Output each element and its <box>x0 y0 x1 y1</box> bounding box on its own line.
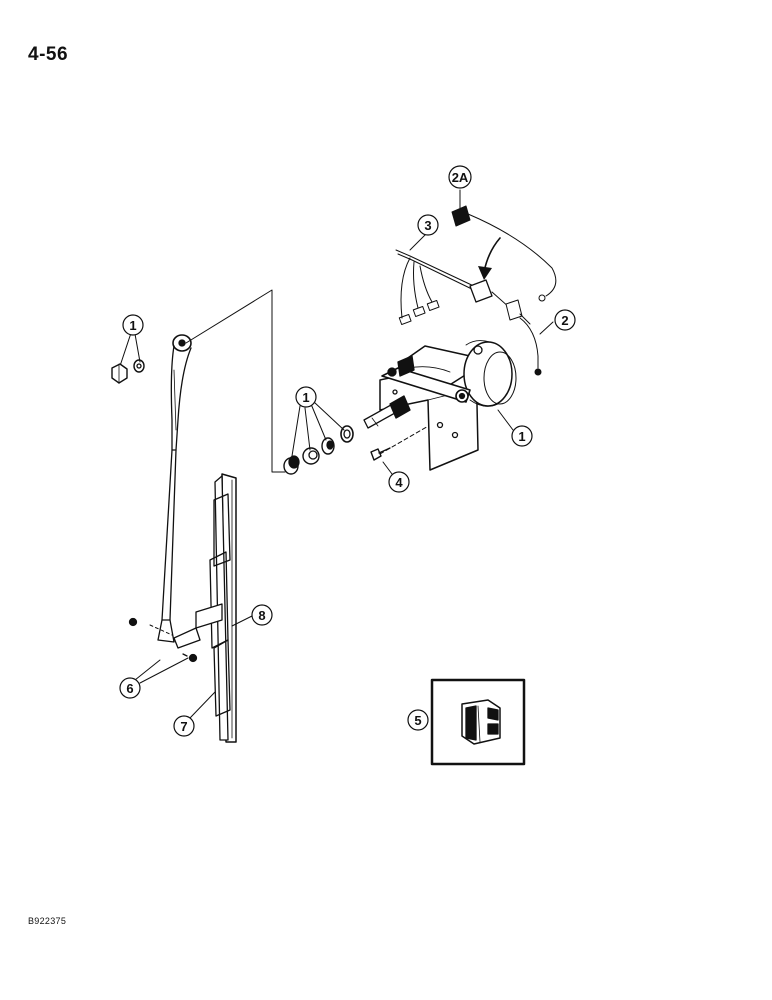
figure-code: B922375 <box>28 916 67 926</box>
motor-harness <box>395 249 531 325</box>
svg-text:2: 2 <box>561 313 568 328</box>
svg-text:5: 5 <box>414 713 421 728</box>
callout-2: 2 <box>554 309 576 331</box>
svg-text:3: 3 <box>424 218 431 233</box>
wiper-arm <box>157 334 192 643</box>
svg-text:1: 1 <box>518 429 525 444</box>
callout-6: 6 <box>119 677 141 699</box>
page-number: 4-56 <box>28 44 69 65</box>
callout-1-motor: 1 <box>511 425 533 447</box>
callout-2a: 2A <box>448 165 472 189</box>
arm-nut-and-washer <box>111 359 145 384</box>
callout-4: 4 <box>388 471 410 493</box>
shaft-hardware <box>283 425 354 475</box>
svg-text:7: 7 <box>180 719 187 734</box>
wiper-blade <box>173 473 237 743</box>
svg-text:6: 6 <box>126 681 133 696</box>
callout-7: 7 <box>173 715 195 737</box>
svg-text:8: 8 <box>258 608 265 623</box>
callout-1-shaft-hardware: 1 <box>295 386 317 408</box>
wiper-motor <box>381 340 517 407</box>
ground-wire <box>519 317 542 376</box>
callout-1-arm-nut: 1 <box>122 314 144 336</box>
extension-harness <box>451 205 557 302</box>
callout-5: 5 <box>407 709 429 731</box>
svg-text:2A: 2A <box>452 170 469 185</box>
svg-text:4: 4 <box>395 475 403 490</box>
blade-screws <box>128 617 198 663</box>
motor-shaft <box>363 395 411 429</box>
svg-text:1: 1 <box>302 390 309 405</box>
callout-8: 8 <box>251 604 273 626</box>
callout-3: 3 <box>417 214 439 236</box>
wiper-switch <box>461 699 501 745</box>
switch-inset <box>430 678 526 766</box>
mounting-bolt <box>370 447 391 461</box>
svg-text:1: 1 <box>129 318 136 333</box>
